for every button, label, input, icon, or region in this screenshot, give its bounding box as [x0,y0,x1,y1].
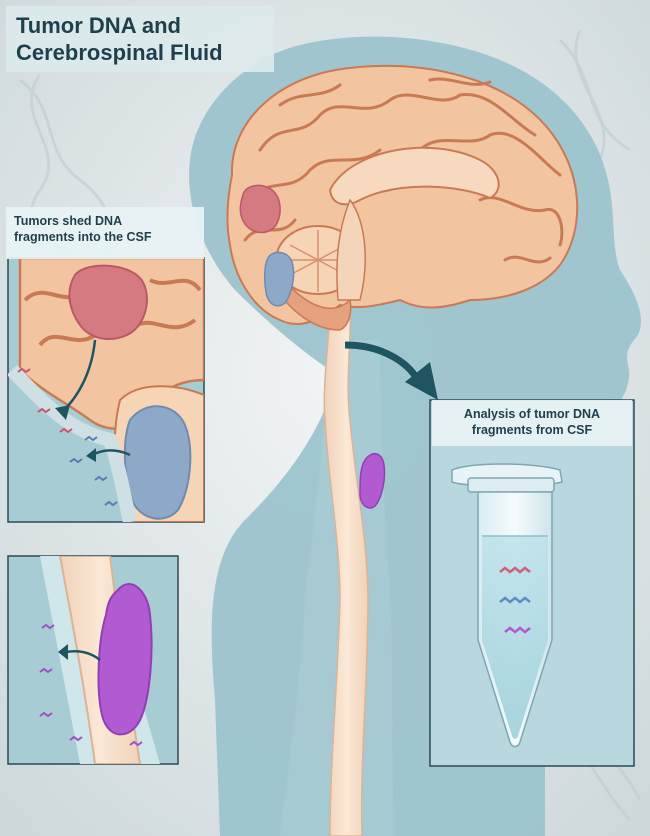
title-line-2: Cerebrospinal Fluid [16,39,274,66]
analysis-panel [430,400,634,766]
callout-analysis-line-1: Analysis of tumor DNA [438,406,626,422]
tumor-red [240,185,280,232]
inset-brain-zoom [8,258,204,522]
callout-shed: Tumors shed DNA fragments into the CSF [6,207,204,259]
title-box: Tumor DNA and Cerebrospinal Fluid [6,6,274,72]
title-line-1: Tumor DNA and [16,12,274,39]
callout-analysis: Analysis of tumor DNA fragments from CSF [432,400,632,446]
callout-analysis-line-2: fragments from CSF [438,422,626,438]
callout-shed-line-2: fragments into the CSF [14,229,196,245]
inset-spine-zoom [8,556,178,764]
callout-shed-line-1: Tumors shed DNA [14,213,196,229]
